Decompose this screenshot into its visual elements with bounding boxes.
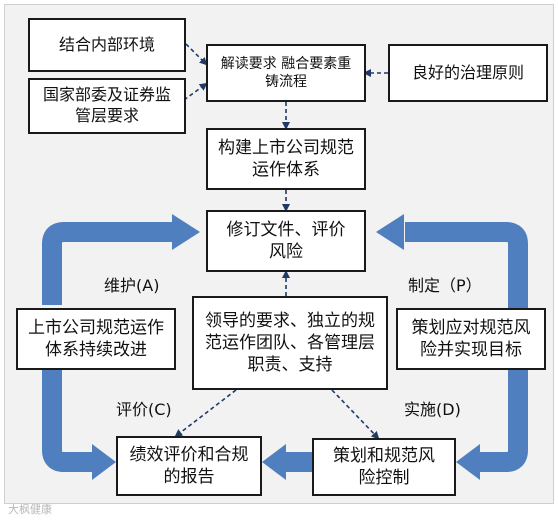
cycle-arrow-left-up bbox=[42, 222, 172, 305]
cycle-arrow-left-down-head bbox=[92, 444, 116, 480]
label-evaluate: 评价(C) bbox=[116, 400, 172, 419]
cycle-arrow-right-down bbox=[405, 222, 528, 310]
cycle-arrow-left-up-head bbox=[172, 214, 200, 250]
node-risk-control: 策划和规范风险控制 bbox=[312, 438, 456, 496]
node-interpret-requirements: 解读要求 融合要素重铸流程 bbox=[206, 44, 366, 102]
dash-leadership-to-report bbox=[174, 389, 237, 438]
node-revise-evaluate-risk-text: 修订文件、评价风险 bbox=[226, 219, 346, 262]
node-risk-control-text: 策划和规范风险控制 bbox=[333, 445, 435, 488]
node-governance-principles-text: 良好的治理原则 bbox=[411, 62, 524, 82]
node-continuous-improvement: 上市公司规范运作体系持续改进 bbox=[16, 308, 176, 370]
node-plan-risk-response-text: 策划应对规范风险并实现目标 bbox=[411, 317, 531, 360]
dash-leadership-to-control bbox=[331, 389, 380, 440]
cycle-arrow-left-down bbox=[42, 370, 92, 472]
node-internal-environment-text: 结合内部环境 bbox=[58, 34, 155, 54]
node-performance-report: 绩效评价和合规的报告 bbox=[116, 436, 262, 496]
node-build-system: 构建上市公司规范运作体系 bbox=[206, 128, 366, 190]
label-formulate: 制定（P） bbox=[408, 276, 482, 295]
label-implement: 实施(D) bbox=[404, 400, 461, 419]
cycle-arrow-right-down-head bbox=[376, 214, 404, 250]
cycle-arrow-right-loop bbox=[480, 370, 528, 472]
node-leadership-support-text: 领导的要求、独立的规范运作团队、各管理层职责、支持 bbox=[205, 310, 375, 376]
cycle-arrow-right-loop-head bbox=[456, 444, 480, 480]
node-internal-environment: 结合内部环境 bbox=[28, 18, 186, 72]
node-continuous-improvement-text: 上市公司规范运作体系持续改进 bbox=[28, 317, 164, 360]
node-regulator-requirements-text: 国家部委及证券监管层要求 bbox=[42, 85, 171, 125]
node-interpret-requirements-text: 解读要求 融合要素重铸流程 bbox=[220, 55, 352, 90]
node-build-system-text: 构建上市公司规范运作体系 bbox=[218, 137, 354, 180]
node-revise-evaluate-risk: 修订文件、评价风险 bbox=[206, 210, 366, 272]
node-plan-risk-response: 策划应对规范风险并实现目标 bbox=[396, 308, 546, 370]
label-maintain: 维护(A) bbox=[104, 276, 160, 295]
cycle-arrow-bottom-head bbox=[262, 444, 286, 480]
node-regulator-requirements: 国家部委及证券监管层要求 bbox=[28, 78, 186, 134]
node-leadership-support: 领导的要求、独立的规范运作团队、各管理层职责、支持 bbox=[192, 296, 388, 390]
node-performance-report-text: 绩效评价和合规的报告 bbox=[129, 444, 249, 487]
dash-regulator-to-interpret bbox=[183, 82, 208, 101]
node-governance-principles: 良好的治理原则 bbox=[388, 44, 548, 102]
watermark-text: 大枫健康 bbox=[8, 503, 52, 516]
dash-context-to-interpret bbox=[185, 43, 208, 66]
